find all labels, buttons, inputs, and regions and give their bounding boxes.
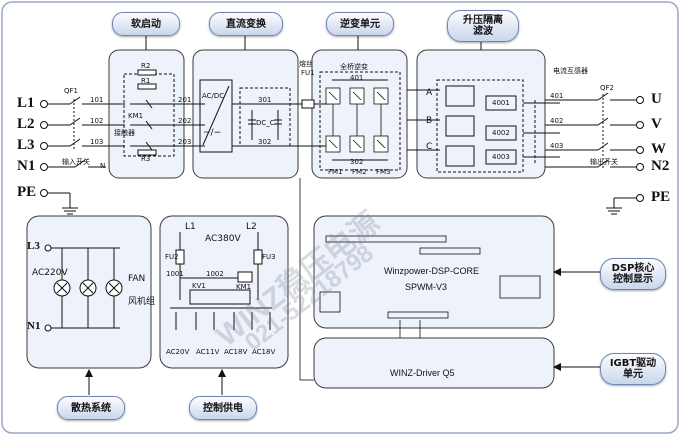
terminal-u: U [651,91,662,107]
fan-group [44,244,123,332]
boost-filter-label: 升压隔离 滤波 [447,10,519,42]
n1001-label: 1001 [166,270,184,278]
terminal-l2: L2 [17,116,35,132]
fu2-label: FU2 [165,253,179,261]
fuse-label: 熔丝 [299,60,313,68]
t4002-label: 4002 [492,129,510,137]
current-transformer-label: 电流互感器 [553,67,588,75]
terminal-w: W [651,141,666,157]
dsp-core-label: DSP核心 控制显示 [600,258,666,290]
filter-b: B [426,116,433,126]
cp-l2: L2 [246,222,257,232]
cool-n1: N1 [27,320,41,332]
wire-101: 101 [90,96,104,104]
dc-conversion-label: 直流变换 [209,12,283,36]
wire-202: 202 [178,117,192,125]
acdc-symbol: ~/− [203,128,222,138]
input-lines [40,96,125,215]
igbt-driver-label: IGBT驱动 单元 [600,353,666,385]
inv-302: 302 [350,158,364,166]
soft-start-internals [123,69,205,157]
soft-start-label: 软启动 [112,12,180,36]
inverter-wiring [298,71,401,171]
wire-203: 203 [178,138,192,146]
wire-102: 102 [90,117,104,125]
n-mark: N [100,162,106,170]
kv1-label: KV1 [192,282,206,290]
fu1-label: FU1 [301,69,315,77]
dsp-board-name: Winzpower-DSP-CORE [384,266,480,276]
km1-label: KM1 [128,112,144,120]
wire-103: 103 [90,138,104,146]
control-power-label: 控制供电 [189,396,257,420]
km1b-label: KM1 [236,283,252,291]
ac20v-label: AC20V [166,348,190,356]
cp-l1: L1 [185,222,196,232]
r1-label: R1 [141,77,151,85]
wire-201: 201 [178,96,192,104]
wire-301: 301 [258,96,272,104]
full-bridge-label: 全桥逆变 [340,63,368,71]
dc-panel [192,49,299,179]
contactor-label: 接触器 [114,129,135,137]
terminal-n2: N2 [651,158,670,174]
input-switch-label: 输入开关 [62,158,90,166]
terminal-v: V [651,116,662,132]
r2-label: R2 [141,62,151,70]
out-402: 402 [550,117,564,125]
driver-board-panel [313,337,555,389]
filter-internals [407,79,560,173]
fu3-label: FU3 [262,253,276,261]
fm1-label: FM1 [328,168,343,176]
out-401: 401 [550,92,564,100]
ac11v-label: AC11V [196,348,220,356]
driver-board-name: WINZ-Driver Q5 [390,368,455,378]
inv-401: 401 [350,74,364,82]
fan-group-label: 风机组 [128,297,156,307]
acdc-label: AC/DC [202,92,225,100]
qf2-label: QF2 [600,84,614,92]
cooling-label: 散热系统 [57,396,125,420]
inverter-unit-label: 逆变单元 [326,12,394,36]
dc-c-label: DC_C [256,119,275,127]
terminal-l1: L1 [17,95,35,111]
out-403: 403 [550,142,564,150]
cool-l3: L3 [27,240,40,252]
wire-302: 302 [258,138,272,146]
n1002-label: 1002 [206,270,224,278]
ac380v-label: AC380V [205,234,241,244]
spwm-board-name: SPWM-V3 [405,282,448,292]
r3-label: R3 [141,155,151,163]
igbt-modules [325,87,389,153]
ac220v-label: AC220V [32,268,68,278]
terminal-l3: L3 [17,137,35,153]
pill-connectors [85,34,600,395]
output-lines [534,92,644,215]
ac18v-2-label: AC18V [252,348,276,356]
fm3-label: FM3 [376,168,391,176]
qf1-label: QF1 [64,87,78,95]
filter-a: A [426,88,433,98]
fan-label: FAN [128,274,146,284]
terminal-pe-out: PE [651,189,671,205]
ac18v-label: AC18V [224,348,248,356]
output-switch-label: 输出开关 [590,158,618,166]
dsp-board-internals [299,178,541,381]
t4003-label: 4003 [492,153,510,161]
control-power-internals [170,232,272,330]
filter-panel [416,49,546,179]
t4001-label: 4001 [492,99,510,107]
terminal-n1: N1 [17,158,36,174]
fm2-label: FM2 [352,168,367,176]
filter-c: C [426,142,433,152]
terminal-pe-in: PE [17,184,37,200]
dc-internals [199,79,300,153]
